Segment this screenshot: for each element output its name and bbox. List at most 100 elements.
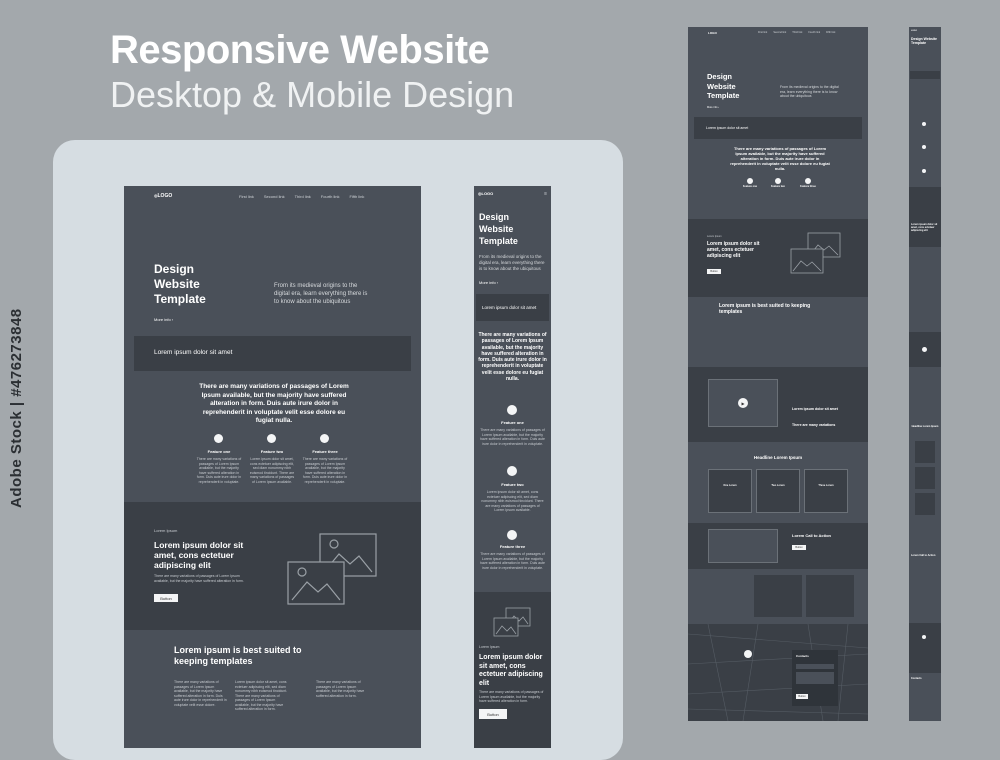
more-info-link[interactable]: More info › [154,317,174,322]
mobile-logo[interactable]: ◎LOGO [478,191,494,196]
xs-logo[interactable]: LOGO [911,30,917,32]
fp-banner: Lorem ipsum dolor sit amet [694,117,862,139]
fp-feature-two-title: Feature two [770,185,786,188]
mobile-feature-one-icon [507,405,517,415]
mobile-promo-text: There are many variations of passages of… [479,690,544,704]
fullpage-mobile-mockup: LOGO Design Website Template Lorem ipsum… [909,27,941,721]
fp-nav-5[interactable]: Fifth link [826,31,836,34]
fp-banner-text: Lorem ipsum dolor sit amet [706,126,749,130]
mobile-promo-eyebrow: Lorem Ipsum [479,645,500,649]
xs-contacts-title: Contacts [911,677,922,680]
fp-card-1[interactable]: One Lorem [708,469,752,513]
feature-three-icon [320,434,329,443]
fp-feature-one-title: Feature one [742,185,758,188]
nav-link-1[interactable]: First link [239,194,254,199]
play-icon[interactable]: ▶ [738,398,748,408]
xs-card-1[interactable] [915,441,935,463]
fp-video-frame[interactable]: ▶ [708,379,778,427]
mobile-promo-title: Lorem ipsum dolor sit amet, cons ectetue… [479,654,543,687]
fp-map-section: Contacts Button [688,624,868,721]
fp-more-info[interactable]: More info › [707,106,719,109]
feature-three-title: Feature three [312,449,338,454]
xs-hero-title: Design Website Template [911,37,937,46]
map-pin-icon[interactable] [744,650,752,658]
fp-card-3[interactable]: Three Lorem [804,469,848,513]
fp-contact-message-field[interactable] [796,672,834,684]
fp-cta-section: Lorem Call to Action Button [688,523,868,569]
feature-two-title: Feature two [260,449,284,454]
mobile-hero-title: Design Website Template [479,212,518,246]
fp-nav-3[interactable]: Third link [792,31,803,34]
fp-promo-section: Lorem Ipsum Lorem ipsum dolor sit amet, … [688,219,868,297]
page-title: Responsive Website [110,28,490,72]
feature-two-icon [267,434,276,443]
nav-link-5[interactable]: Fifth link [349,194,365,199]
promo-eyebrow: Lorem Ipsum [154,528,178,533]
fp-contact-form: Contacts Button [792,650,838,706]
fp-hero-title: Design Website Template [707,72,740,100]
image-placeholder-icon [287,533,377,605]
fp-nav-4[interactable]: Fourth link [808,31,821,34]
fp-cta-title: Lorem Call to Action [792,533,831,538]
fp-contact-send-button[interactable]: Button [796,694,808,699]
fp-card-2[interactable]: Two Lorem [756,469,800,513]
mobile-promo-button[interactable]: Button [479,709,507,719]
fp-feature-three-title: Feature three [800,185,816,188]
xs-card-2[interactable] [915,467,935,489]
desktop-nav: First link Second link Third link Fourth… [239,194,364,199]
hamburger-menu-icon[interactable]: ≡ [544,191,547,197]
fp-cta-button[interactable]: Button [792,545,806,550]
feature-one-title: Feature one [207,449,231,454]
promo-title: Lorem ipsum dolor sit amet, cons ectetue… [154,540,244,570]
xs-video-section [909,332,941,367]
fp-contact-name-field[interactable] [796,664,834,669]
mobile-feature-one-title: Feature one [501,420,524,425]
fp-video-heading: Lorem ipsum dolor sit amet [792,407,838,411]
fp-nav-1[interactable]: First link [758,31,768,34]
feature-three-text: There are many variations of passages of… [302,457,348,484]
fp-logo[interactable]: LOGO [708,31,717,35]
fp-nav-2[interactable]: Second link [773,31,787,34]
fp-card-1-title: One Lorem [723,484,737,487]
xs-cta-title: Lorem Call to Action [911,554,936,557]
mobile-feature-two-text: Lorem ipsum dolor sit amet, cons ectetue… [481,490,544,513]
xs-promo-title: Lorem ipsum dolor sit amet, cons ectetue… [911,223,938,232]
fp-nav: First link Second link Third link Fourth… [758,31,835,34]
fp-video-sub: There are many variations [792,423,836,427]
xs-card-3[interactable] [915,493,935,515]
xs-play-icon[interactable] [922,347,927,352]
stock-watermark-id: Adobe Stock | #476273848 [8,308,25,508]
mobile-more-info[interactable]: More info › [479,280,499,285]
feature-one-icon [214,434,223,443]
xs-promo-section: Lorem ipsum dolor sit amet, cons ectetue… [909,187,941,247]
logo[interactable]: ◎LOGO [154,193,173,199]
fp-gallery-section [688,569,868,624]
fp-contacts-title: Contacts [796,654,809,658]
banner: Lorem ipsum dolor sit amet [134,336,411,371]
mobile-hero-text: From its medieval origins to the digital… [479,254,545,271]
nav-link-3[interactable]: Third link [294,194,311,199]
fp-promo-eyebrow: Lorem Ipsum [707,235,722,238]
nav-link-2[interactable]: Second link [263,194,285,199]
desktop-hero-section: ◎LOGO First link Second link Third link … [124,186,421,326]
fp-gallery-image-2 [806,575,854,617]
fp-promo-title: Lorem ipsum dolor sit amet, cons ectetue… [707,241,760,260]
fp-templates-title: Lorem ipsum is best suited to keeping te… [719,303,811,316]
hero-text: From its medieval origins to the digital… [274,283,368,305]
promo-button[interactable]: Button [154,594,178,602]
fp-feature-two-icon [775,178,781,184]
fp-promo-button[interactable]: Button [707,269,721,274]
mobile-feature-three-text: There are many variations of passages of… [480,552,545,570]
promo-section: Lorem Ipsum Lorem ipsum dolor sit amet, … [124,502,421,630]
fp-cta-image [708,529,778,563]
map-graphic [688,624,868,721]
templates-col-1: There are many variations of passages of… [174,680,227,707]
templates-section: Lorem ipsum is best suited to keeping te… [124,630,421,748]
fp-video-section: ▶ Lorem ipsum dolor sit amet There are m… [688,367,868,442]
fp-feature-one-icon [747,178,753,184]
xs-map-pin-icon[interactable] [922,635,926,639]
fp-image-placeholder-icon [790,232,841,274]
templates-col-2: Lorem ipsum dolor sit amet, cons ectetue… [235,680,288,712]
nav-link-4[interactable]: Fourth link [320,194,340,199]
mobile-feature-one-text: There are many variations of passages of… [480,428,545,446]
